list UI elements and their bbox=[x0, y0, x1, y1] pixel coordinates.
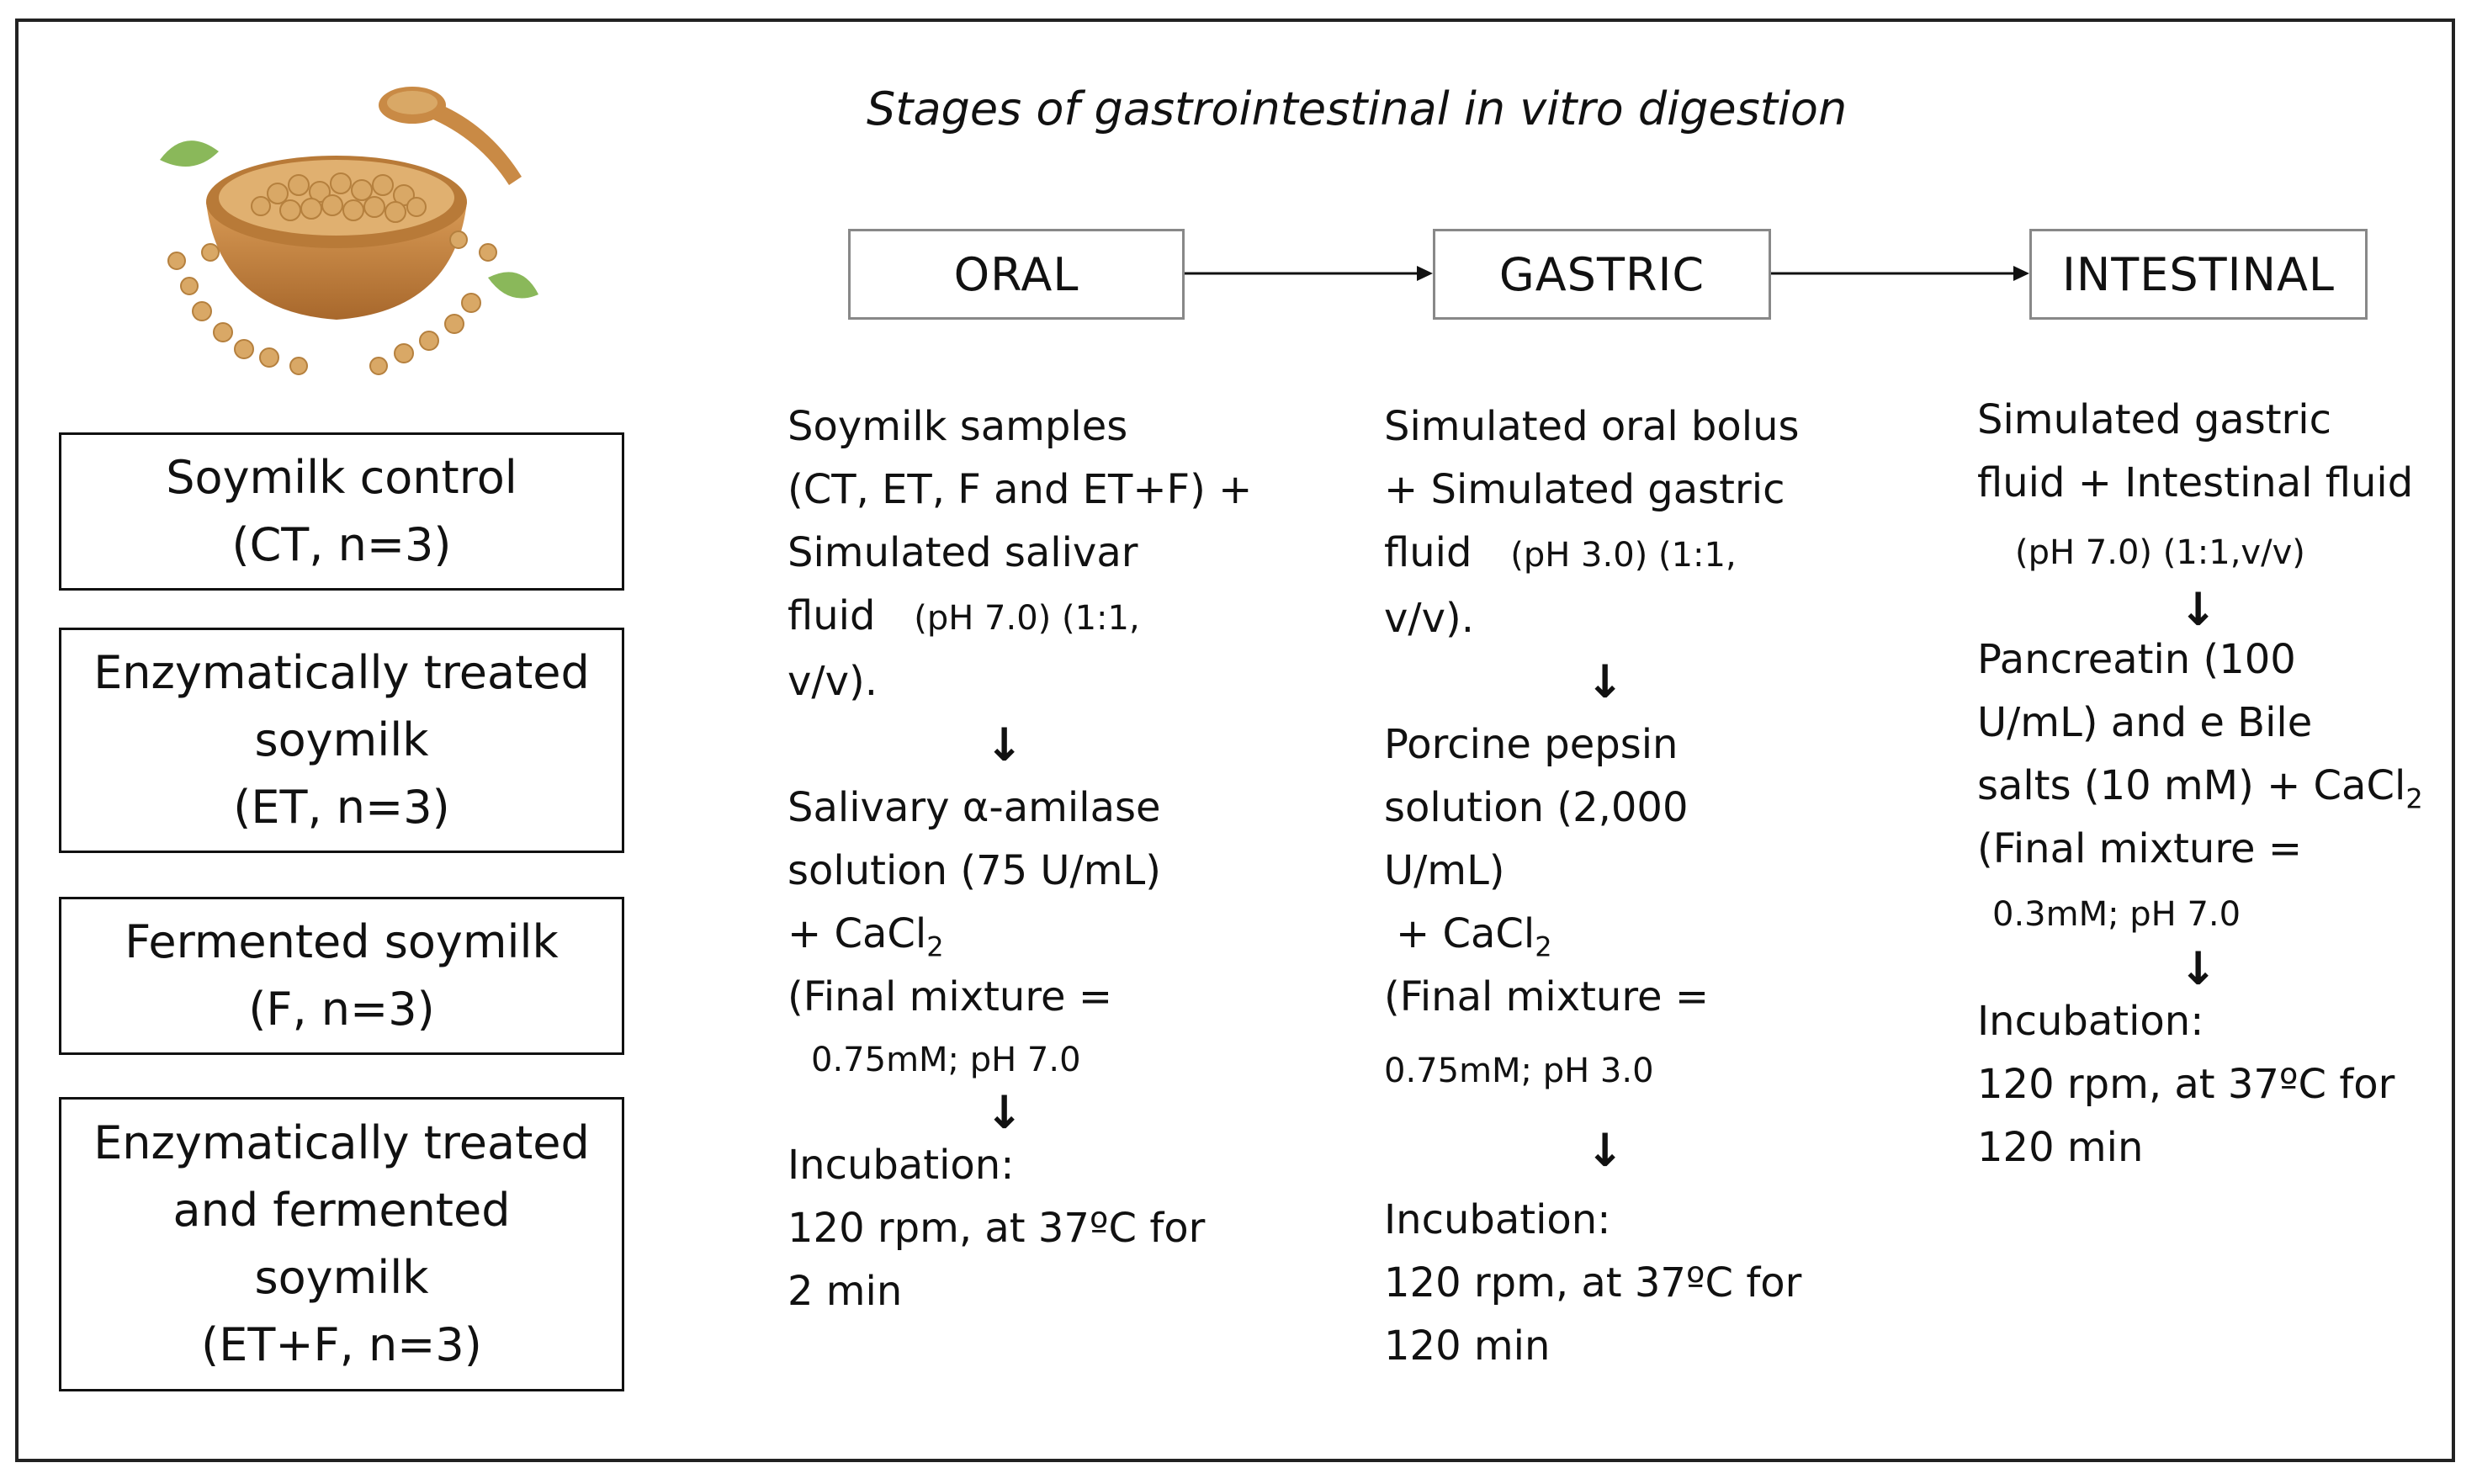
gastric-text: Simulated oral bolus bbox=[1384, 403, 1800, 450]
intestinal-description: Simulated gastric fluid + Intestinal flu… bbox=[1977, 389, 2448, 1179]
oral-text: (CT, ET, F and ET+F) + bbox=[788, 466, 1253, 513]
subscript: 2 bbox=[1535, 930, 1552, 963]
gastric-text: + CaCl2 bbox=[1384, 903, 1872, 966]
down-arrow-icon: ↓ bbox=[2179, 942, 2218, 995]
oral-text-part: fluid bbox=[788, 592, 876, 639]
diagram-title: Stages of gastrointestinal in vitro dige… bbox=[867, 82, 1848, 135]
down-arrow-icon: ↓ bbox=[1586, 655, 1625, 708]
leaf-icon bbox=[160, 140, 219, 167]
gastric-text: Porcine pepsin bbox=[1384, 721, 1679, 768]
subscript: 2 bbox=[926, 930, 944, 963]
sample-line: Soymilk control bbox=[166, 451, 517, 504]
oral-text: solution (75 U/mL) bbox=[788, 847, 1161, 894]
oral-text: Simulated salivar bbox=[788, 529, 1138, 576]
gastric-text-part: (pH 3.0) (1:1, bbox=[1510, 536, 1737, 575]
oral-text: fluid (pH 7.0) (1:1, bbox=[788, 585, 1275, 650]
gastric-text: (Final mixture = bbox=[1384, 973, 1710, 1020]
gastric-text: v/v). bbox=[1384, 595, 1474, 642]
sample-line: Enzymatically treated bbox=[93, 646, 590, 699]
intestinal-text-part: salts (10 mM) + CaCl bbox=[1977, 762, 2406, 809]
intestinal-text: (pH 7.0) (1:1,v/v) bbox=[2015, 533, 2305, 572]
oral-text-part: + CaCl bbox=[788, 910, 927, 957]
sample-box-control: Soymilk control (CT, n=3) bbox=[59, 432, 624, 591]
gastric-text: + Simulated gastric bbox=[1384, 466, 1785, 513]
oral-text: 120 rpm, at 37ºC for bbox=[788, 1205, 1206, 1252]
figure-frame bbox=[15, 19, 2455, 1462]
intestinal-text: 0.3mM; pH 7.0 bbox=[1992, 895, 2241, 934]
stage-gastric-box: GASTRIC bbox=[1433, 229, 1771, 320]
down-arrow-icon: ↓ bbox=[2179, 583, 2218, 636]
sample-line: (ET+F, n=3) bbox=[201, 1318, 482, 1371]
soybean-bowl-image bbox=[126, 59, 564, 395]
gastric-text-part: fluid bbox=[1384, 529, 1472, 576]
gastric-text-part: + CaCl bbox=[1396, 910, 1535, 957]
intestinal-text: 120 rpm, at 37ºC for bbox=[1977, 1061, 2395, 1108]
stage-intestinal-box: INTESTINAL bbox=[2029, 229, 2368, 320]
sample-line: Fermented soymilk bbox=[125, 915, 559, 968]
sample-line: Enzymatically treated bbox=[93, 1116, 590, 1169]
gastric-text: fluid (pH 3.0) (1:1, bbox=[1384, 522, 1872, 587]
gastric-text: solution (2,000 bbox=[1384, 784, 1689, 831]
oral-text: Incubation: bbox=[788, 1142, 1015, 1189]
oral-text: 0.75mM; pH 7.0 bbox=[811, 1041, 1081, 1079]
oral-text: + CaCl2 bbox=[788, 903, 1275, 966]
sample-line: (ET, n=3) bbox=[233, 781, 450, 834]
down-arrow-icon: ↓ bbox=[985, 718, 1024, 771]
gastric-text: 0.75mM; pH 3.0 bbox=[1384, 1052, 1654, 1090]
sample-box-enzymatic: Enzymatically treated soymilk (ET, n=3) bbox=[59, 628, 624, 853]
intestinal-text: salts (10 mM) + CaCl2 bbox=[1977, 755, 2448, 818]
sample-line: and fermented bbox=[172, 1184, 511, 1237]
oral-text: Salivary α-amilase bbox=[788, 784, 1161, 831]
intestinal-text: 120 min bbox=[1977, 1124, 2144, 1171]
leaf-icon bbox=[488, 272, 538, 299]
gastric-text: 120 rpm, at 37ºC for bbox=[1384, 1259, 1802, 1306]
sample-box-enzymatic-fermented: Enzymatically treated and fermented soym… bbox=[59, 1097, 624, 1391]
intestinal-text: U/mL) and e Bile bbox=[1977, 699, 2313, 746]
sample-line: soymilk bbox=[254, 713, 429, 766]
arrow-gastric-to-intestinal bbox=[1771, 266, 2029, 281]
gastric-text: Incubation: bbox=[1384, 1196, 1611, 1243]
gastric-description: Simulated oral bolus + Simulated gastric… bbox=[1384, 395, 1872, 1378]
oral-text: 2 min bbox=[788, 1268, 903, 1315]
stage-oral-box: ORAL bbox=[848, 229, 1185, 320]
sample-line: soymilk bbox=[254, 1251, 429, 1304]
oral-text-part: (pH 7.0) (1:1, bbox=[914, 599, 1140, 638]
oral-text: Soymilk samples bbox=[788, 403, 1128, 450]
intestinal-text: Incubation: bbox=[1977, 998, 2204, 1045]
intestinal-text: Simulated gastric bbox=[1977, 396, 2331, 443]
down-arrow-icon: ↓ bbox=[1586, 1124, 1625, 1177]
subscript: 2 bbox=[2405, 782, 2423, 815]
arrow-oral-to-gastric bbox=[1185, 266, 1433, 281]
oral-description: Soymilk samples (CT, ET, F and ET+F) + S… bbox=[788, 395, 1275, 1323]
intestinal-text: fluid + Intestinal fluid bbox=[1977, 459, 2414, 506]
sample-line: (CT, n=3) bbox=[231, 518, 452, 571]
down-arrow-icon: ↓ bbox=[985, 1086, 1024, 1139]
oral-text: v/v). bbox=[788, 658, 878, 705]
gastric-text: U/mL) bbox=[1384, 847, 1505, 894]
sample-line: (F, n=3) bbox=[248, 983, 435, 1036]
intestinal-text: (Final mixture = bbox=[1977, 825, 2303, 872]
sample-box-fermented: Fermented soymilk (F, n=3) bbox=[59, 897, 624, 1055]
oral-text: (Final mixture = bbox=[788, 973, 1113, 1020]
intestinal-text: Pancreatin (100 bbox=[1977, 636, 2296, 683]
gastric-text: 120 min bbox=[1384, 1322, 1551, 1370]
